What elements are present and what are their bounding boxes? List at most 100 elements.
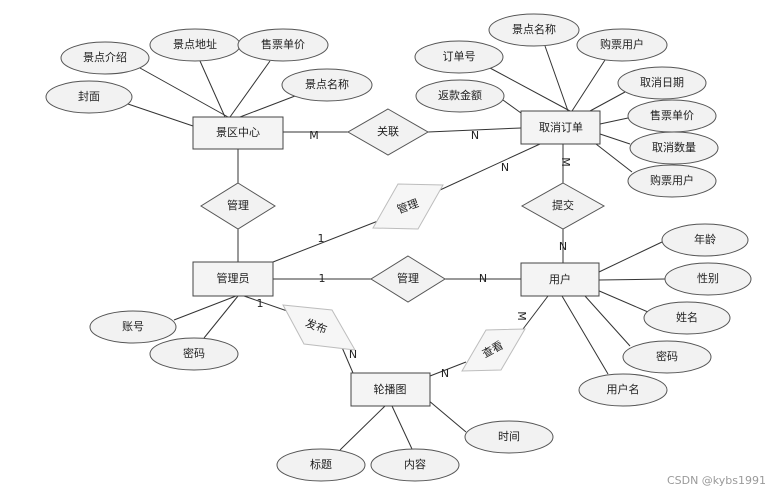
edge-name [596, 289, 649, 313]
entity-admin: 管理员 [192, 261, 274, 297]
attr-cancel-qty: 取消数量 [629, 131, 719, 165]
edge-buyer-top [571, 59, 606, 112]
edge-refund-amount [502, 99, 522, 114]
attr-order-no-label: 订单号 [443, 50, 476, 63]
edge-publish-to-carousel [340, 344, 354, 374]
card-carousel-view: N [441, 367, 449, 380]
edge-scenic-name-co [544, 45, 569, 112]
attr-buyer-bottom: 购票用户 [627, 164, 717, 198]
attr-buyer-top-label: 购票用户 [600, 37, 644, 51]
connection-lines [127, 45, 666, 451]
attr-password-user-label: 密码 [656, 349, 678, 363]
attr-password-admin: 密码 [149, 337, 239, 371]
attr-buyer-top: 购票用户 [576, 28, 668, 62]
edge-admin-to-manage-cancel [272, 220, 379, 263]
relationship-view: 查看 [461, 328, 526, 372]
edge-scenic-intro [139, 67, 229, 118]
entity-scenic-center: 景区中心 [192, 116, 284, 150]
attr-scenic-name-sc: 景点名称 [281, 68, 373, 102]
relationship-publish: 发布 [282, 304, 356, 351]
card-admin-manage-user: 1 [319, 272, 326, 285]
edge-cover [127, 103, 194, 127]
attr-scenic-intro: 景点介绍 [60, 41, 150, 75]
relationship-manage-user-label: 管理 [397, 271, 419, 285]
edge-scenic-name-sc [239, 95, 296, 118]
edge-gender [598, 278, 666, 281]
relationship-manage-user: 管理 [370, 255, 446, 303]
attr-ticket-price-co: 售票单价 [627, 99, 717, 133]
attr-ticket-price-sc: 售票单价 [237, 28, 329, 62]
attr-order-no: 订单号 [414, 40, 504, 74]
edge-buyer-bottom [595, 143, 633, 173]
attr-scenic-name-co: 景点名称 [488, 13, 580, 47]
attr-cancel-date: 取消日期 [617, 66, 707, 100]
attr-refund-amount-label: 返款金额 [438, 88, 482, 102]
attr-cover-label: 封面 [78, 89, 100, 103]
attr-age: 年龄 [661, 223, 749, 257]
edge-title [339, 405, 386, 451]
attr-scenic-address: 景点地址 [149, 28, 241, 62]
attr-scenic-name-co-label: 景点名称 [512, 22, 556, 36]
edge-cancel-date [589, 91, 626, 112]
attr-name-label: 姓名 [676, 310, 698, 324]
edge-account [173, 295, 237, 321]
card-publish-carousel: N [349, 348, 357, 361]
attr-time-label: 时间 [498, 430, 520, 443]
attr-username-label: 用户名 [607, 382, 640, 396]
attr-cover: 封面 [45, 80, 133, 114]
entity-cancel-order: 取消订单 [520, 110, 601, 145]
attr-content-label: 内容 [404, 457, 426, 471]
attr-account-label: 账号 [122, 320, 144, 333]
relationship-associate: 关联 [346, 108, 430, 156]
card-scenic-associate: M [309, 129, 319, 142]
attr-gender-label: 性别 [697, 271, 719, 285]
edge-ticket-price-sc [229, 60, 271, 118]
relationship-manage-scenic: 管理 [200, 182, 276, 230]
attr-username: 用户名 [578, 373, 668, 407]
edge-order-no [489, 67, 571, 112]
attr-password-user: 密码 [622, 340, 712, 374]
edge-password-admin [203, 295, 239, 339]
attr-buyer-bottom-label: 购票用户 [650, 173, 694, 187]
attr-cancel-date-label: 取消日期 [640, 75, 684, 89]
edge-admin-to-publish [243, 295, 294, 314]
edge-age [598, 241, 663, 273]
attr-ticket-price-co-label: 售票单价 [650, 108, 694, 122]
edge-username [561, 295, 609, 375]
edge-ticket-price-co [599, 117, 629, 125]
attr-account: 账号 [89, 310, 177, 344]
edge-manage-cancel-to-cancel [439, 143, 541, 191]
card-manage-cancel: N [501, 161, 509, 174]
entity-cancel-order-label: 取消订单 [539, 120, 583, 134]
attr-scenic-name-sc-label: 景点名称 [305, 77, 349, 91]
entity-user-label: 用户 [549, 272, 571, 286]
entity-carousel-label: 轮播图 [374, 382, 407, 396]
attr-gender: 性别 [664, 262, 752, 296]
card-admin-manage-cancel: 1 [318, 232, 325, 245]
edge-time [427, 399, 467, 433]
edge-associate-to-cancel [427, 127, 522, 133]
attr-title: 标题 [276, 448, 366, 482]
attr-content: 内容 [370, 448, 460, 482]
attr-cancel-qty-label: 取消数量 [652, 140, 696, 154]
edge-password-user [584, 295, 631, 347]
entity-carousel: 轮播图 [350, 372, 431, 407]
attr-title-label: 标题 [310, 457, 332, 471]
entity-admin-label: 管理员 [217, 271, 250, 285]
attr-ticket-price-sc-label: 售票单价 [261, 37, 305, 51]
relationship-submit: 提交 [520, 182, 606, 230]
edge-carousel-to-view [429, 361, 467, 377]
attr-scenic-address-label: 景点地址 [173, 37, 217, 51]
edge-view-to-user [519, 295, 549, 334]
relationship-submit-label: 提交 [552, 198, 574, 212]
relationship-associate-label: 关联 [377, 124, 399, 138]
entity-scenic-center-label: 景区中心 [216, 126, 260, 139]
entity-user: 用户 [520, 262, 600, 297]
attr-scenic-intro-label: 景点介绍 [83, 50, 127, 64]
card-submit-user: N [559, 240, 567, 253]
card-admin-publish: 1 [257, 297, 264, 310]
edge-scenic-address [199, 60, 226, 118]
card-view-user: M [515, 311, 528, 321]
attr-age-label: 年龄 [694, 232, 716, 246]
